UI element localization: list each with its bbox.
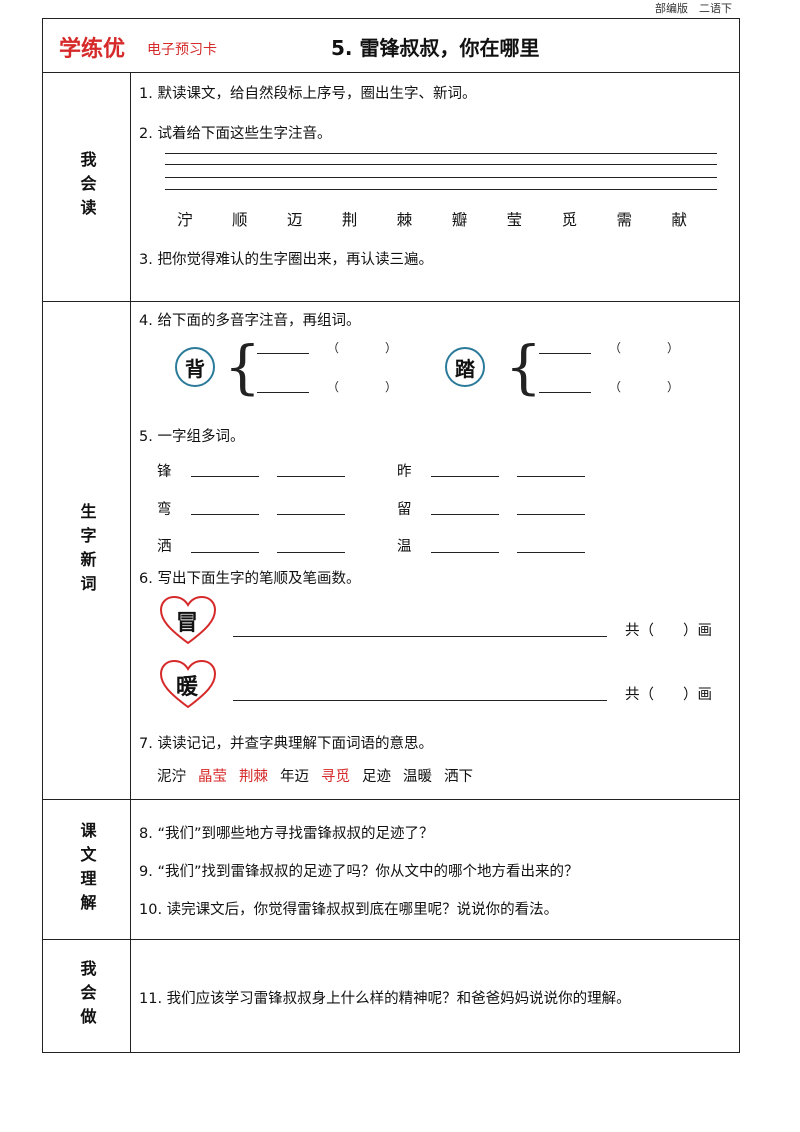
card-header: 学练优 电子预习卡 5. 雷锋叔叔，你在哪里 bbox=[43, 19, 739, 73]
pinyin-char: 棘 bbox=[396, 211, 413, 229]
lesson-title: 5. 雷锋叔叔，你在哪里 bbox=[331, 36, 540, 60]
word-blank bbox=[431, 514, 499, 515]
stroke-char: 暖 bbox=[176, 675, 199, 700]
pinyin-char: 顺 bbox=[231, 211, 248, 229]
pinyin-char: 献 bbox=[671, 211, 687, 229]
question-1: 1. 默读课文，给自然段标上序号，圈出生字、新词。 bbox=[139, 86, 477, 102]
paren-close: ） bbox=[667, 341, 680, 355]
word-blank bbox=[277, 552, 345, 553]
word-blank bbox=[517, 476, 585, 477]
section-label: 课文理解 bbox=[43, 800, 131, 939]
brace-icon: { bbox=[224, 333, 261, 401]
preview-card: 学练优 电子预习卡 5. 雷锋叔叔，你在哪里 我会读 1. 默读课文，给自然段标… bbox=[42, 18, 740, 1053]
section-label: 生字新词 bbox=[43, 302, 131, 799]
pinyin-line bbox=[165, 153, 717, 154]
vocab-word: 年迈 bbox=[280, 769, 309, 785]
word-char: 留 bbox=[397, 502, 412, 518]
pinyin-line bbox=[165, 189, 717, 190]
pinyin-char: 泞 bbox=[177, 211, 193, 229]
paren-open: （ bbox=[609, 341, 622, 355]
word-blank bbox=[517, 514, 585, 515]
stroke-count-label: 共（ ）画 bbox=[625, 687, 712, 703]
question-9: 9. “我们”找到雷锋叔叔的足迹了吗？你从文中的哪个地方看出来的？ bbox=[139, 864, 579, 880]
word-char: 锋 bbox=[157, 464, 172, 480]
stroke-order-line bbox=[233, 636, 607, 637]
stroke-char: 冒 bbox=[176, 611, 199, 636]
question-7: 7. 读读记记，并查字典理解下面词语的意思。 bbox=[139, 736, 433, 752]
pinyin-line bbox=[165, 164, 717, 165]
paren-open: （ bbox=[327, 341, 340, 355]
pinyin-char: 瓣 bbox=[451, 211, 468, 229]
pinyin-char-row: 泞 顺 迈 荆 棘 瓣 莹 觅 需 献 bbox=[177, 208, 687, 230]
pinyin-char: 需 bbox=[616, 211, 633, 229]
paren-close: ） bbox=[385, 341, 398, 355]
section-label: 我会读 bbox=[43, 73, 131, 301]
question-4: 4. 给下面的多音字注音，再组词。 bbox=[139, 313, 361, 329]
word-blank bbox=[517, 552, 585, 553]
question-8: 8. “我们”到哪些地方寻找雷锋叔叔的足迹了？ bbox=[139, 826, 434, 842]
section-practice: 我会做 11. 我们应该学习雷锋叔叔身上什么样的精神呢？和爸爸妈妈说说你的理解。 bbox=[43, 940, 739, 1052]
paren-close: ） bbox=[667, 380, 680, 394]
pinyin-blank bbox=[539, 392, 591, 393]
pinyin-blank bbox=[257, 353, 309, 354]
vocab-word: 寻觅 bbox=[321, 769, 350, 785]
paren-close: ） bbox=[385, 380, 398, 394]
vocab-word: 泥泞 bbox=[157, 769, 186, 785]
pinyin-char: 莹 bbox=[506, 211, 523, 229]
brace-icon: { bbox=[505, 333, 542, 401]
heart-icon bbox=[159, 596, 217, 645]
word-blank bbox=[431, 476, 499, 477]
section-comprehension: 课文理解 8. “我们”到哪些地方寻找雷锋叔叔的足迹了？ 9. “我们”找到雷锋… bbox=[43, 800, 739, 940]
pinyin-char: 迈 bbox=[286, 211, 303, 229]
word-blank bbox=[191, 552, 259, 553]
vocab-list: 泥泞晶莹荆棘年迈寻觅足迹温暖洒下 bbox=[157, 765, 473, 786]
brand-subtitle: 电子预习卡 bbox=[147, 42, 217, 58]
paren-open: （ bbox=[609, 380, 622, 394]
question-11: 11. 我们应该学习雷锋叔叔身上什么样的精神呢？和爸爸妈妈说说你的理解。 bbox=[139, 991, 631, 1007]
edition-label: 部编版 二语下 bbox=[655, 2, 732, 15]
question-10: 10. 读完课文后，你觉得雷锋叔叔到底在哪里呢？说说你的看法。 bbox=[139, 902, 559, 918]
question-6: 6. 写出下面生字的笔顺及笔画数。 bbox=[139, 571, 361, 587]
brand-logo-text: 学练优 bbox=[59, 37, 126, 62]
word-char: 弯 bbox=[157, 502, 172, 518]
question-2: 2. 试着给下面这些生字注音。 bbox=[139, 126, 332, 142]
word-blank bbox=[191, 476, 259, 477]
vocab-word: 足迹 bbox=[362, 769, 391, 785]
section-new-words: 生字新词 4. 给下面的多音字注音，再组词。 背 { （ ） （ ） 踏 { （… bbox=[43, 302, 739, 800]
heart-icon bbox=[159, 660, 217, 709]
vocab-word: 温暖 bbox=[403, 769, 432, 785]
section-label: 我会做 bbox=[43, 940, 131, 1052]
vocab-word: 荆棘 bbox=[239, 769, 268, 785]
stroke-order-line bbox=[233, 700, 607, 701]
vocab-word: 洒下 bbox=[444, 769, 473, 785]
pinyin-blank bbox=[539, 353, 591, 354]
word-char: 温 bbox=[397, 539, 412, 555]
vocab-word: 晶莹 bbox=[198, 769, 227, 785]
polyphone-char-circle: 踏 bbox=[445, 347, 485, 387]
section-read: 我会读 1. 默读课文，给自然段标上序号，圈出生字、新词。 2. 试着给下面这些… bbox=[43, 73, 739, 302]
question-5: 5. 一字组多词。 bbox=[139, 429, 245, 445]
pinyin-char: 觅 bbox=[561, 211, 578, 229]
polyphone-char-circle: 背 bbox=[175, 347, 215, 387]
pinyin-blank bbox=[257, 392, 309, 393]
word-blank bbox=[277, 514, 345, 515]
word-char: 昨 bbox=[397, 464, 412, 480]
pinyin-char: 荆 bbox=[341, 211, 358, 229]
word-blank bbox=[277, 476, 345, 477]
word-char: 洒 bbox=[157, 539, 172, 555]
word-blank bbox=[191, 514, 259, 515]
word-blank bbox=[431, 552, 499, 553]
paren-open: （ bbox=[327, 380, 340, 394]
question-3: 3. 把你觉得难认的生字圈出来，再认读三遍。 bbox=[139, 252, 433, 268]
pinyin-line bbox=[165, 177, 717, 178]
stroke-count-label: 共（ ）画 bbox=[625, 623, 712, 639]
